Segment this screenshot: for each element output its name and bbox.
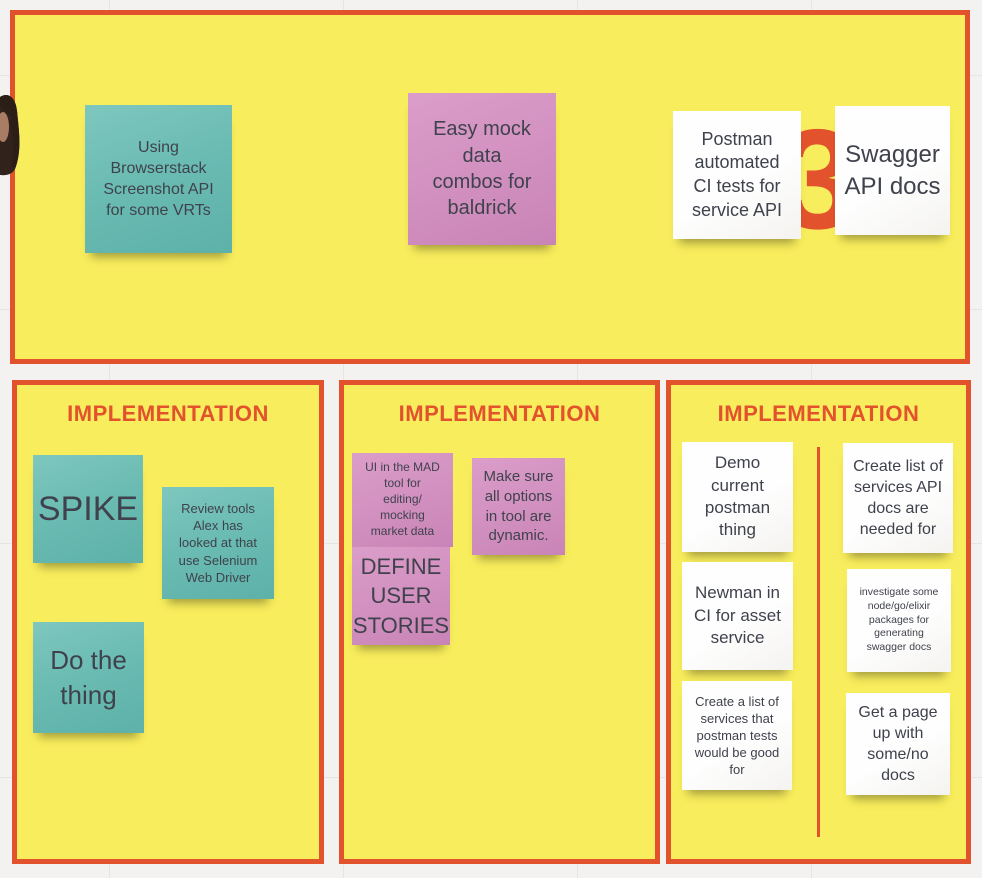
sticky-note-text: Demo current postman thing — [704, 453, 771, 540]
sticky-note-get-page-docs[interactable]: Get a page up with some/no docs — [846, 693, 950, 795]
sticky-note-make-sure-dynamic[interactable]: Make sure all options in tool are dynami… — [472, 458, 565, 555]
frame-title[interactable]: IMPLEMENTATION — [398, 401, 601, 426]
sticky-note-demo-postman[interactable]: Demo current postman thing — [682, 442, 793, 552]
user-avatar-image — [0, 94, 20, 176]
sticky-note-text: UI in the MAD tool for editing/ mocking … — [365, 460, 440, 538]
frame-implementation-left[interactable]: IMPLEMENTATION SPIKE Review tools Alex h… — [12, 380, 324, 864]
sticky-note-browserstack[interactable]: Using Browserstack Screenshot API for so… — [85, 105, 232, 253]
sticky-note-postman-ci[interactable]: Postman automated CI tests for service A… — [673, 111, 801, 239]
user-avatar[interactable] — [0, 93, 22, 178]
frame-title[interactable]: IMPLEMENTATION — [717, 401, 920, 426]
sticky-note-newman-ci[interactable]: Newman in CI for asset service — [682, 562, 793, 670]
sticky-note-create-list-postman-tests[interactable]: Create a list of services that postman t… — [682, 681, 792, 790]
frame-implementation-right[interactable]: IMPLEMENTATION Demo current postman thin… — [666, 380, 971, 864]
sticky-note-text: SPIKE — [37, 489, 139, 528]
sticky-note-text: Create a list of services that postman t… — [694, 693, 780, 778]
frame-title[interactable]: IMPLEMENTATION — [67, 401, 269, 426]
sticky-note-text: investigate some node/go/elixir packages… — [859, 585, 939, 654]
sticky-note-ui-mad-tool[interactable]: UI in the MAD tool for editing/ mocking … — [352, 453, 453, 547]
sticky-note-text: Swagger API docs — [844, 140, 941, 200]
sticky-note-text: Review tools Alex has looked at that use… — [178, 501, 258, 585]
sticky-note-define-user-stories[interactable]: DEFINE USER STORIES — [352, 547, 450, 645]
sticky-note-swagger[interactable]: Swagger API docs — [835, 106, 950, 235]
sticky-note-text: Make sure all options in tool are dynami… — [483, 467, 554, 545]
sticky-note-text: Get a page up with some/no docs — [858, 703, 938, 785]
sticky-note-text: Using Browserstack Screenshot API for so… — [103, 138, 214, 220]
sticky-note-review-tools[interactable]: Review tools Alex has looked at that use… — [162, 487, 274, 599]
sticky-note-text: Create list of services API docs are nee… — [853, 457, 943, 539]
sticky-note-create-list-api-docs[interactable]: Create list of services API docs are nee… — [843, 443, 953, 553]
sticky-note-text: Postman automated CI tests for service A… — [691, 128, 783, 220]
sticky-note-text: Newman in CI for asset service — [694, 583, 781, 648]
sticky-note-spike[interactable]: SPIKE — [33, 455, 143, 563]
sticky-note-do-the-thing[interactable]: Do the thing — [33, 622, 144, 733]
sticky-note-text: DEFINE USER STORIES — [352, 554, 450, 638]
frame-top[interactable]: Using Browserstack Screenshot API for so… — [10, 10, 970, 364]
frame-implementation-middle[interactable]: IMPLEMENTATION UI in the MAD tool for ed… — [339, 380, 660, 864]
sticky-note-easy-mock[interactable]: Easy mock data combos for baldrick — [408, 93, 556, 245]
sticky-note-text: Do the thing — [50, 645, 127, 710]
sticky-note-text: Easy mock data combos for baldrick — [432, 118, 532, 220]
sticky-note-investigate-packages[interactable]: investigate some node/go/elixir packages… — [847, 569, 951, 672]
divider-line[interactable] — [817, 447, 820, 837]
